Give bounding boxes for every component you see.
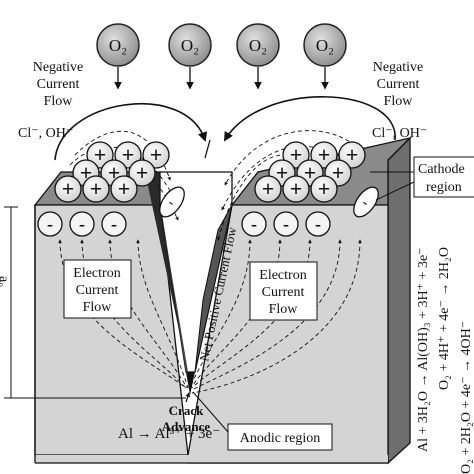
cation-ion: +	[338, 141, 366, 169]
cation-cluster-left: +++++++++	[54, 141, 170, 203]
electron-ion: -	[241, 211, 267, 237]
plus-sign: +	[262, 176, 275, 201]
plus-sign: +	[150, 142, 163, 167]
oxygen-label: O₂	[249, 36, 267, 55]
equation-right-2: O₂ + 4H⁺ + 4e⁻ → 2H₂O	[437, 247, 452, 390]
plus-sign: +	[318, 176, 331, 201]
cation-ion: +	[310, 141, 338, 169]
label-line: Current	[37, 77, 80, 92]
negative-current-arcs	[54, 96, 396, 161]
anodic-equation: Al → Al³⁺ + 3e⁻	[118, 426, 220, 442]
anodic-region-box: Anodic region	[192, 391, 333, 451]
cation-ion: +	[282, 175, 310, 203]
minus-sign: -	[251, 214, 257, 234]
plus-sign: +	[346, 142, 359, 167]
oxygen-molecule: O₂	[236, 23, 280, 90]
electron-ion: -	[101, 211, 127, 237]
plus-sign: +	[332, 160, 345, 185]
minus-sign: -	[47, 214, 53, 234]
minus-sign: -	[79, 214, 85, 234]
cation-ion: +	[54, 175, 82, 203]
label-line: Negative	[373, 60, 424, 75]
plus-sign: +	[62, 176, 75, 201]
anodic-region-label: Anodic region	[240, 431, 320, 446]
label-line: Advance	[162, 419, 211, 434]
plus-sign: +	[94, 142, 107, 167]
oxygen-molecule: O₂	[96, 23, 140, 90]
plus-sign: +	[318, 142, 331, 167]
anion-label-left: Cl⁻, OH⁻	[18, 126, 73, 141]
label-line: Electron	[73, 266, 120, 281]
oxygen-molecule: O₂	[168, 23, 212, 90]
label-line: Flow	[44, 94, 74, 109]
cathode-region-box: Cathode region	[370, 156, 474, 201]
oxygen-row: O₂ O₂ O₂ O₂	[96, 23, 347, 90]
plus-sign: +	[136, 160, 149, 185]
label-line: Electron	[259, 268, 306, 283]
cation-ion: +	[82, 175, 110, 203]
plus-sign: +	[304, 160, 317, 185]
label-line: Current	[377, 77, 420, 92]
cation-ion: +	[254, 175, 282, 203]
electron-row-left: ---	[37, 211, 127, 237]
oxygen-label: O₂	[109, 36, 127, 55]
oxygen-label: O₂	[316, 36, 334, 55]
label-line: Flow	[83, 300, 113, 315]
cation-ion: +	[110, 175, 138, 203]
plus-sign: +	[290, 176, 303, 201]
cation-ion: +	[282, 141, 310, 169]
anion-label-right: Cl⁻, OH⁻	[372, 126, 427, 141]
electron-ion: -	[69, 211, 95, 237]
electron-flow-box-right: Electron Current Flow	[249, 261, 318, 321]
electron-ion: -	[37, 211, 63, 237]
crack-advance-label: Crack Advance	[162, 392, 211, 434]
plus-sign: +	[90, 176, 103, 201]
negative-flow-label-right: Negative Current Flow	[373, 60, 424, 109]
plus-sign: +	[290, 142, 303, 167]
cathode-disk-left: -	[159, 186, 185, 218]
label-line: Crack	[169, 403, 204, 418]
equation-right-3: O₂ + 2H₂O + 4e⁻ → 4OH⁻	[459, 321, 474, 474]
plus-sign: +	[276, 160, 289, 185]
label-line: Negative	[33, 60, 84, 75]
electron-ion: -	[305, 211, 331, 237]
cation-ion: +	[142, 141, 170, 169]
cation-ion: +	[310, 175, 338, 203]
oxygen-molecule: O₂	[303, 23, 347, 90]
label-line: region	[426, 180, 462, 195]
label-line: Cathode	[418, 162, 465, 177]
crack-depth-dimension: a₀	[0, 206, 186, 399]
electron-ion: -	[273, 211, 299, 237]
minus-sign: -	[315, 214, 321, 234]
electron-flow-box-left: Electron Current Flow	[63, 259, 132, 319]
cation-ion: +	[86, 141, 114, 169]
oxygen-label: O₂	[181, 36, 199, 55]
crack	[145, 171, 233, 395]
cathode-disk-right: -	[353, 186, 379, 218]
label-line: Flow	[269, 302, 299, 317]
minus-sign: -	[111, 214, 117, 234]
plus-sign: +	[122, 142, 135, 167]
label-line: Flow	[384, 94, 414, 109]
cation-ion: +	[114, 141, 142, 169]
minus-sign: -	[283, 214, 289, 234]
electron-row-right: ---	[241, 211, 331, 237]
label-line: Current	[262, 285, 305, 300]
cation-ion: +	[128, 159, 156, 187]
plus-sign: +	[118, 176, 131, 201]
negative-flow-label-left: Negative Current Flow	[33, 60, 84, 109]
label-line: Current	[76, 283, 119, 298]
cation-cluster-right: +++++++++	[254, 141, 366, 203]
depth-label: a₀	[0, 276, 11, 287]
equation-right-1: Al + 3H₂O → Al(OH)₃ + 3H⁺ + 3e⁻	[416, 247, 431, 452]
